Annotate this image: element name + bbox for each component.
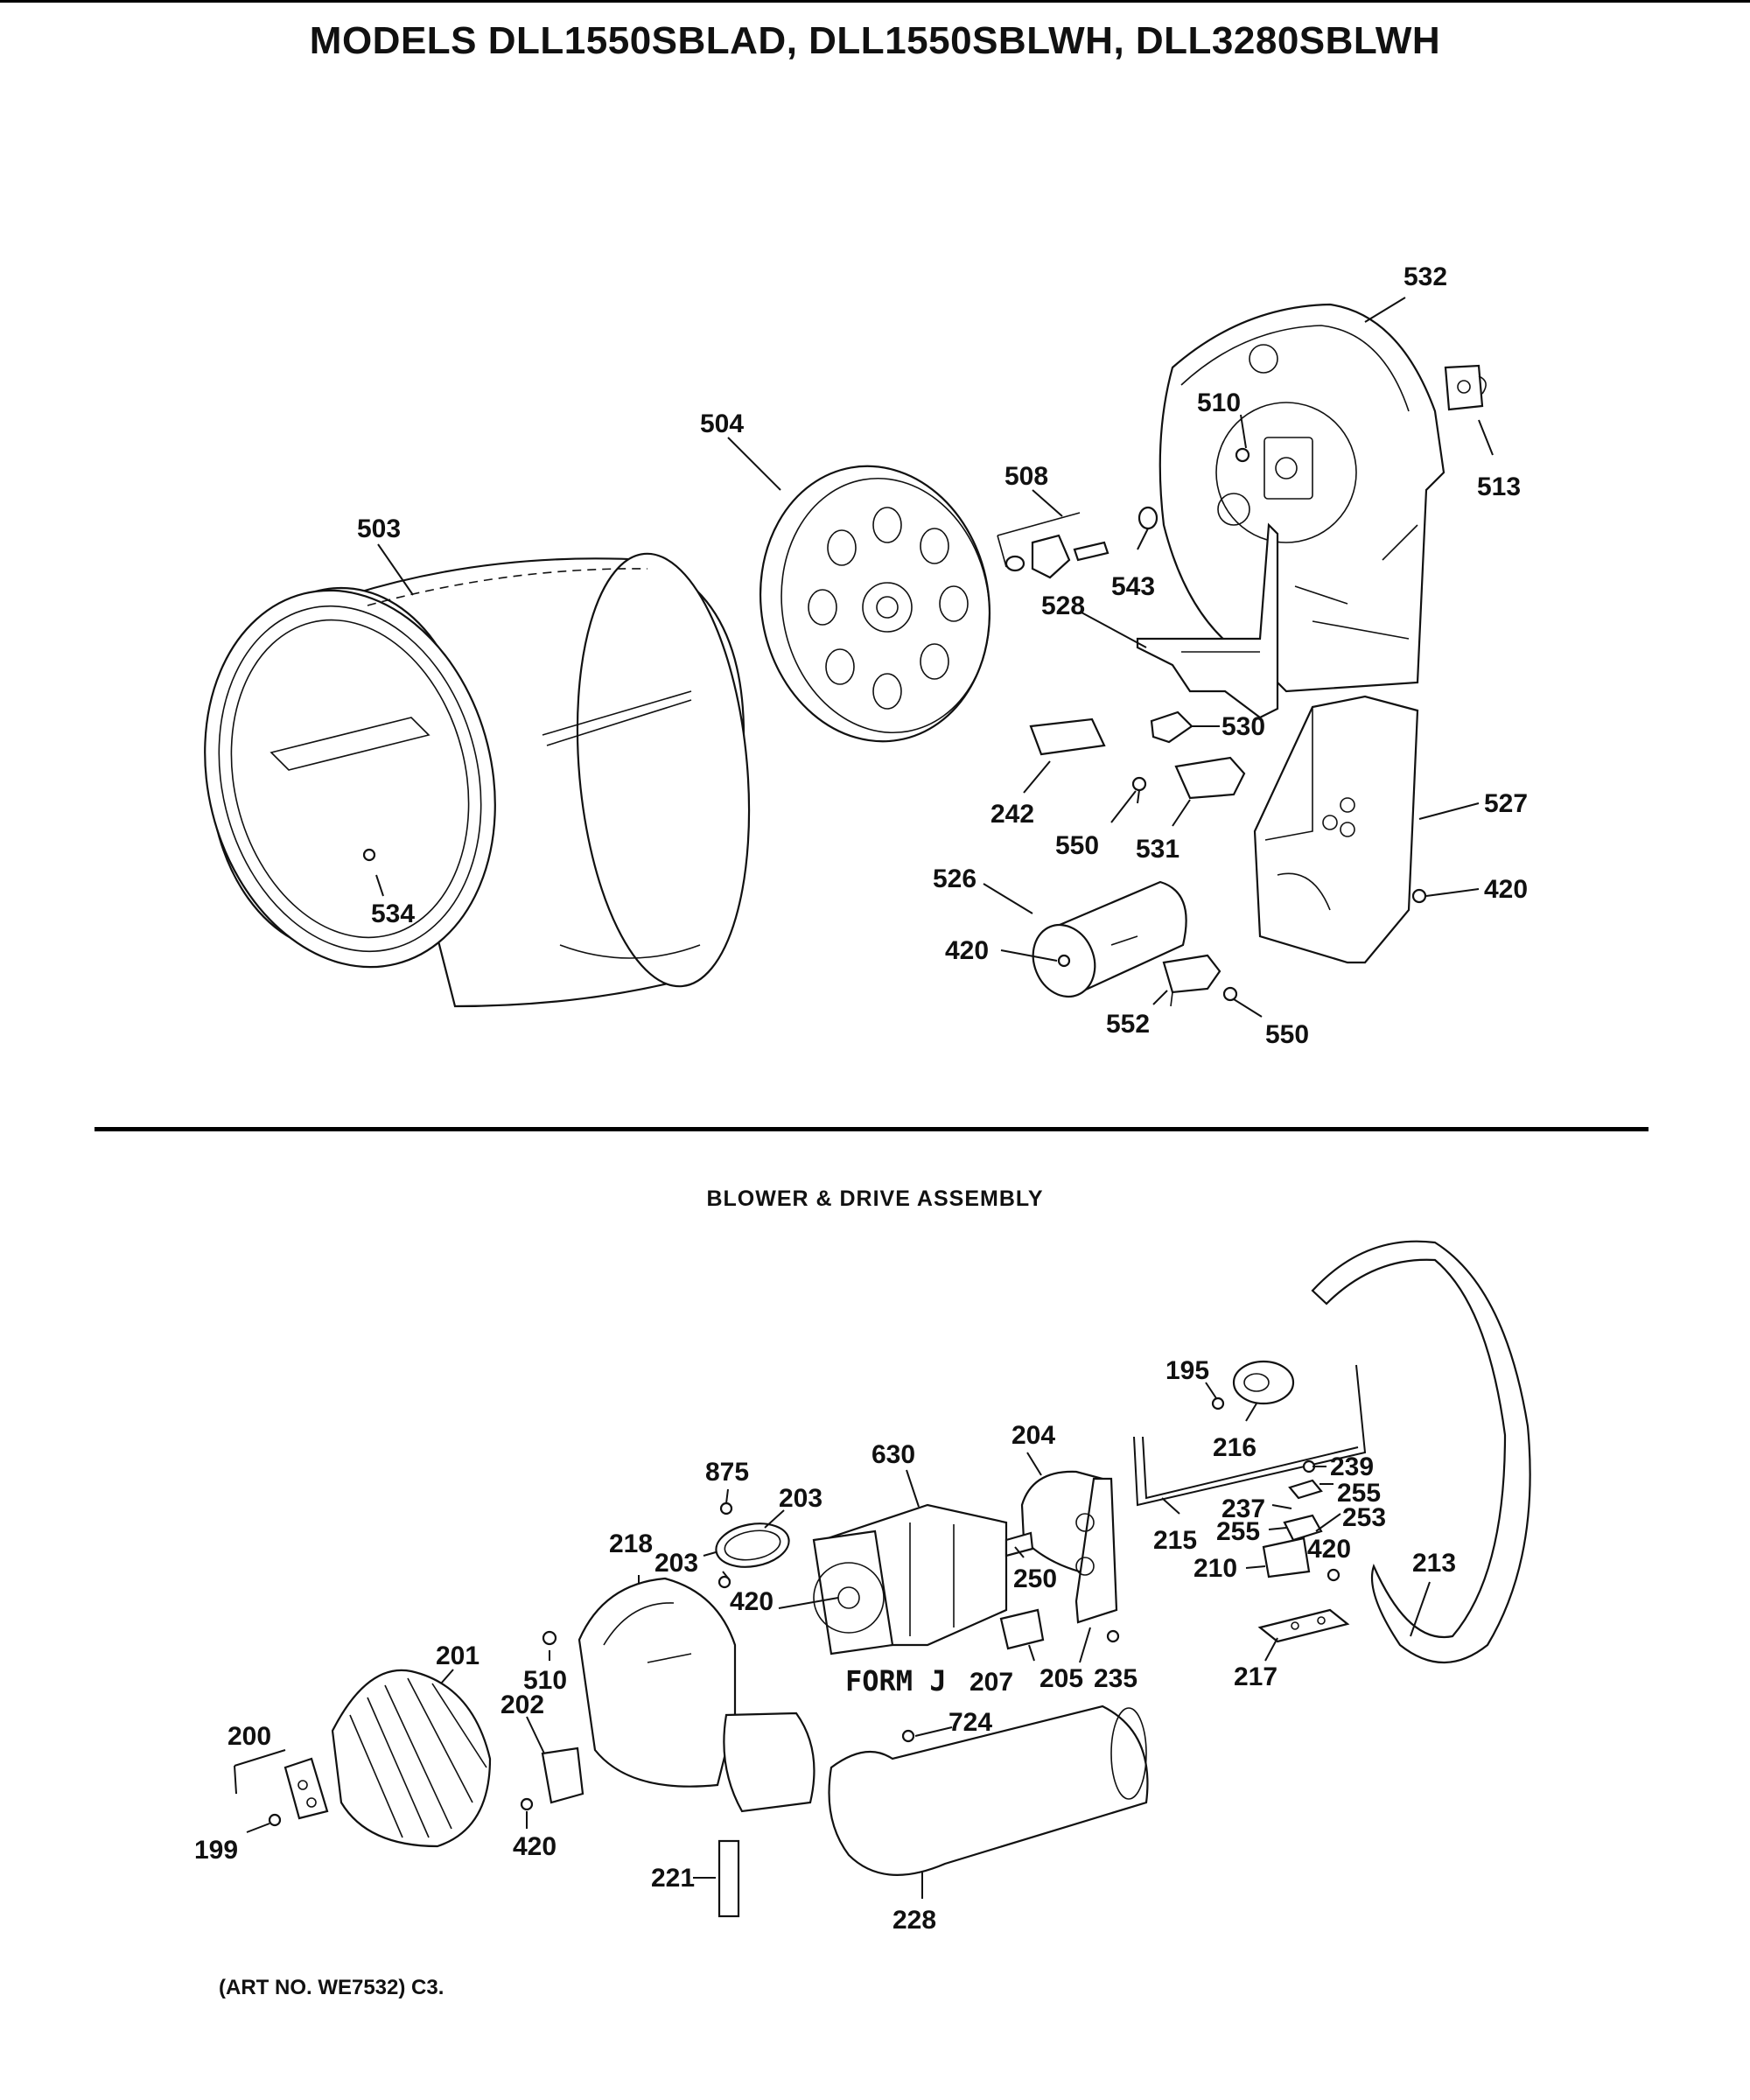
label-216: 216: [1213, 1433, 1256, 1462]
screw-part-724: [901, 1729, 915, 1743]
label-215: 215: [1153, 1526, 1197, 1555]
bulkhead-part-532: [1158, 303, 1446, 693]
label-420: 420: [945, 936, 989, 965]
label-203: 203: [654, 1549, 698, 1578]
label-204: 204: [1012, 1421, 1055, 1450]
label-550: 550: [1055, 831, 1099, 860]
blower-wheel-part-201: [331, 1669, 492, 1848]
label-503: 503: [357, 514, 401, 543]
top-rule: [0, 0, 1750, 3]
label-530: 530: [1222, 712, 1265, 741]
part-number-labels: 503 504 508 532 510 513 543 528 530 242 …: [194, 262, 1528, 1935]
label-526: 526: [933, 864, 976, 893]
label-213: 213: [1412, 1549, 1456, 1578]
label-199: 199: [194, 1836, 238, 1865]
rear-panel-part-504: [759, 465, 991, 743]
idler-pulley-part-216: [1232, 1360, 1295, 1405]
drum-part-503: [204, 552, 751, 1008]
label-239: 239: [1330, 1452, 1374, 1481]
art-number: (ART NO. WE7532) C3.: [219, 1976, 444, 1999]
label-420: 420: [730, 1587, 774, 1616]
label-203: 203: [779, 1484, 822, 1513]
label-550: 550: [1265, 1020, 1309, 1049]
screw-part-420e: [520, 1797, 534, 1811]
exhaust-duct-part-228: [723, 1704, 1149, 1876]
drive-motor-part-630: [778, 1503, 1034, 1656]
blower-housing-part-218: [578, 1577, 737, 1788]
page-title: MODELS DLL1550SBLAD, DLL1550SBLWH, DLL32…: [309, 19, 1441, 62]
label-242: 242: [990, 800, 1034, 829]
screw-part-420: [1411, 888, 1427, 904]
label-420: 420: [513, 1832, 556, 1861]
thermostat-part-530: [1150, 710, 1194, 744]
screw-part-420d: [718, 1575, 732, 1589]
label-534: 534: [371, 900, 415, 928]
label-630: 630: [872, 1440, 915, 1469]
label-724: 724: [948, 1708, 992, 1737]
form-j-label: FORM J: [845, 1664, 947, 1698]
label-235: 235: [1094, 1664, 1138, 1693]
label-528: 528: [1041, 592, 1085, 620]
label-195: 195: [1166, 1356, 1209, 1385]
bracket-part-513: [1444, 364, 1487, 411]
label-217: 217: [1234, 1662, 1278, 1691]
label-420: 420: [1307, 1535, 1351, 1564]
label-201: 201: [436, 1642, 480, 1670]
support-bracket-part-528: [1136, 522, 1279, 719]
label-510: 510: [523, 1666, 567, 1695]
label-513: 513: [1477, 472, 1521, 501]
label-510: 510: [1197, 388, 1241, 417]
label-237: 237: [1222, 1494, 1265, 1523]
bearing-part-508: [997, 512, 1110, 579]
shield-part-202: [541, 1746, 584, 1804]
screw-part-550: [1131, 776, 1147, 804]
motor-bracket-part-204: [1020, 1470, 1118, 1624]
label-255: 255: [1337, 1479, 1381, 1508]
label-543: 543: [1111, 572, 1155, 601]
shaft-part-543: [1138, 506, 1158, 530]
idler-arm-part-215: [1133, 1364, 1367, 1507]
screw-part-510: [542, 1630, 557, 1646]
label-228: 228: [892, 1906, 936, 1935]
washer-part-195: [1211, 1396, 1225, 1410]
drive-belt-part-213: [1311, 1240, 1531, 1663]
section-title: BLOWER & DRIVE ASSEMBLY: [706, 1186, 1044, 1211]
label-200: 200: [228, 1722, 271, 1751]
label-875: 875: [705, 1458, 749, 1487]
label-255: 255: [1216, 1517, 1260, 1546]
label-218: 218: [609, 1530, 653, 1558]
screw-part-199: [268, 1813, 282, 1827]
seal-strip-part-221: [718, 1839, 740, 1918]
label-250: 250: [1013, 1564, 1057, 1593]
label-202: 202: [500, 1690, 544, 1719]
switch-part-552: [1162, 954, 1222, 1007]
label-531: 531: [1136, 835, 1180, 864]
label-532: 532: [1404, 262, 1447, 291]
leader-lines: [234, 297, 1494, 1899]
section-divider: [94, 1127, 1648, 1131]
screw-part-235: [1106, 1629, 1120, 1643]
bracket-part-200: [284, 1757, 329, 1820]
label-420: 420: [1484, 875, 1528, 904]
label-part-242: [1029, 718, 1106, 756]
thermostat-part-531: [1174, 756, 1246, 800]
label-504: 504: [700, 410, 744, 438]
heater-housing-part-527: [1253, 695, 1419, 964]
label-205: 205: [1040, 1664, 1083, 1693]
screw-part-875: [719, 1502, 733, 1516]
motor-mount-part-217: [1257, 1608, 1350, 1643]
label-207: 207: [970, 1668, 1013, 1697]
label-210: 210: [1194, 1554, 1237, 1583]
label-552: 552: [1106, 1010, 1150, 1039]
motor-clamp-part-203: [715, 1522, 790, 1568]
heater-part-526: [1032, 880, 1187, 998]
label-508: 508: [1004, 462, 1048, 491]
label-253: 253: [1342, 1503, 1386, 1532]
switch-part-207: [999, 1608, 1045, 1650]
label-527: 527: [1484, 789, 1528, 818]
label-221: 221: [651, 1864, 695, 1893]
screw-part-550b: [1222, 986, 1238, 1002]
